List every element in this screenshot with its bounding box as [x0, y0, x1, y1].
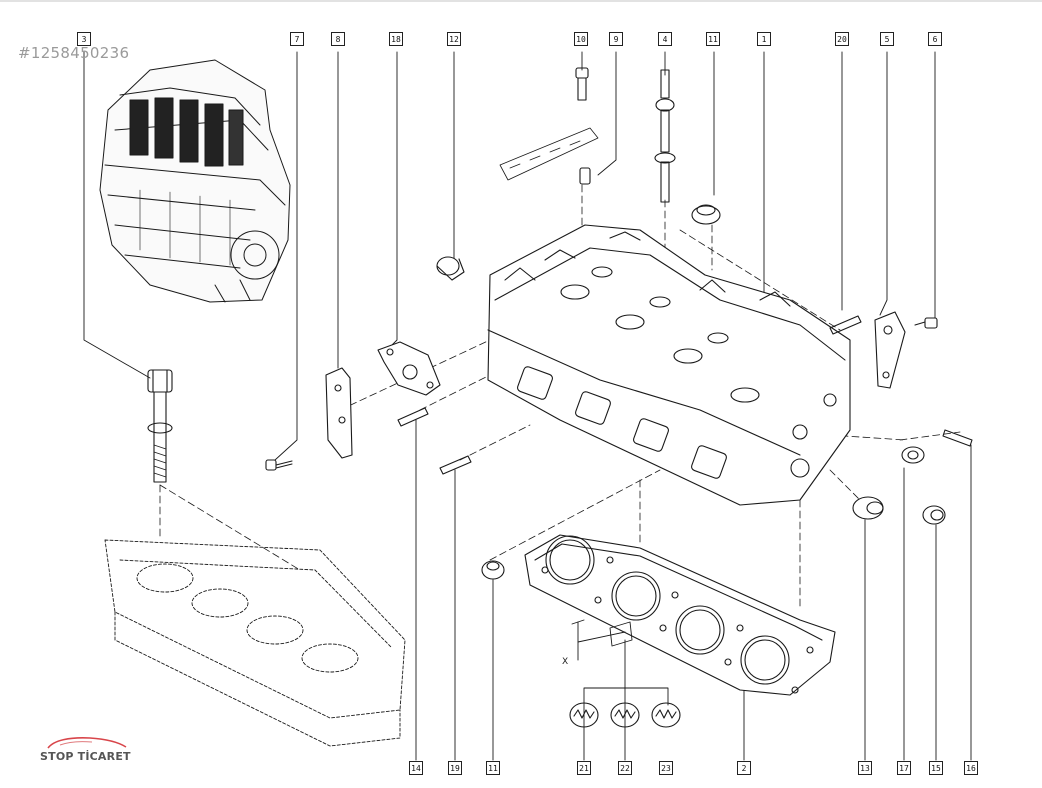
callout-12: 12: [447, 32, 461, 46]
cylinder-head-bolt-large: [147, 369, 173, 483]
callout-8: 8: [331, 32, 345, 46]
callout-21: 21: [577, 761, 591, 775]
callout-23: 23: [659, 761, 673, 775]
plug-13: [852, 496, 884, 520]
watermark-id: #1258450236: [18, 44, 130, 62]
reference-head-outline: [104, 539, 406, 747]
callout-3: 3: [77, 32, 91, 46]
callout-18: 18: [389, 32, 403, 46]
callout-5: 5: [880, 32, 894, 46]
callout-15: 15: [929, 761, 943, 775]
stud-19: [439, 455, 472, 475]
sleeve-9: [579, 167, 591, 185]
callout-10: 10: [574, 32, 588, 46]
callout-17: 17: [897, 761, 911, 775]
callout-11: 11: [486, 761, 500, 775]
injector-rail: [499, 127, 599, 181]
plug-12: [436, 256, 465, 281]
stud-4: [654, 69, 676, 203]
lifting-bracket: [325, 367, 353, 459]
plug-15: [922, 505, 946, 525]
bolt-6: [914, 317, 938, 329]
top-border: [0, 0, 1042, 2]
assembly-lines: [159, 184, 961, 611]
engine-block: [99, 59, 291, 303]
callout-7: 7: [290, 32, 304, 46]
callout-16: 16: [964, 761, 978, 775]
callout-1: 1: [757, 32, 771, 46]
seal-17: [901, 446, 925, 464]
callout-19: 19: [448, 761, 462, 775]
callout-11-top: 11: [706, 32, 720, 46]
head-gasket: [524, 534, 836, 696]
callout-9: 9: [609, 32, 623, 46]
bolt-10: [575, 67, 589, 101]
gasket-variant-23: [651, 702, 681, 728]
car-silhouette-icon: [47, 737, 127, 749]
bracket-bolt: [265, 459, 293, 471]
gasket-variant-21: [569, 702, 599, 728]
cylinder-head: [487, 224, 851, 506]
callout-20: 20: [835, 32, 849, 46]
callout-14: 14: [409, 761, 423, 775]
thickness-indicator: [571, 619, 633, 661]
callout-13: 13: [858, 761, 872, 775]
cap-11: [481, 560, 505, 580]
gasket-variant-22: [610, 702, 640, 728]
callout-6: 6: [928, 32, 942, 46]
hanger-bracket-5: [874, 311, 906, 389]
callout-22: 22: [618, 761, 632, 775]
brand-name: STOP TİCARET: [40, 750, 131, 763]
stud-20: [829, 315, 862, 335]
cover-plate: [377, 341, 441, 396]
brand-logo: STOP TİCARET: [40, 734, 150, 774]
thickness-label: X: [562, 657, 568, 667]
callout-4: 4: [658, 32, 672, 46]
cap-11-top: [691, 204, 721, 225]
stud-14: [397, 407, 429, 427]
stud-16: [942, 429, 973, 447]
callout-2: 2: [737, 761, 751, 775]
